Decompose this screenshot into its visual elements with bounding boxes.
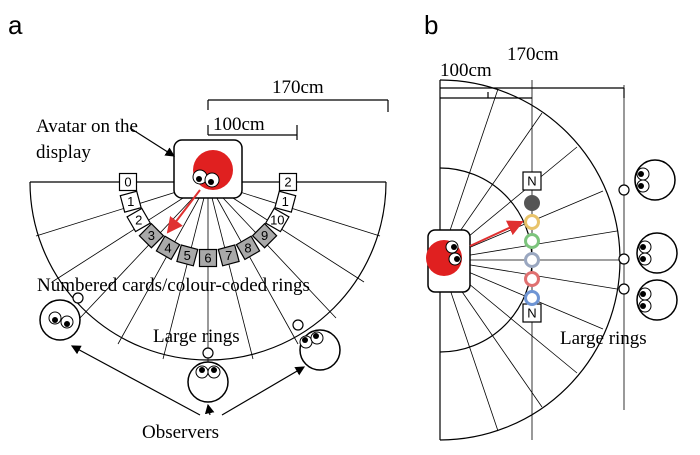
number-card-label: 3 bbox=[148, 228, 155, 243]
number-card: 0 bbox=[118, 172, 138, 192]
number-card: 4 bbox=[155, 235, 181, 261]
number-card-label: 0 bbox=[124, 175, 131, 190]
number-card: 1 bbox=[274, 190, 297, 213]
gaze-arrow-a bbox=[166, 189, 201, 234]
observer-eye-icon bbox=[634, 159, 676, 201]
colour-ring bbox=[524, 271, 540, 287]
observer-eye-icon bbox=[299, 329, 341, 371]
colour-ring bbox=[524, 214, 540, 230]
svg-text:N: N bbox=[527, 174, 536, 189]
number-card: 2 bbox=[278, 172, 298, 192]
panel-a-dim-170-label: 170cm bbox=[272, 77, 324, 98]
panel-b-large-rings bbox=[618, 184, 630, 295]
panel-b-dimension-170: 170cm bbox=[440, 44, 625, 98]
colour-ring bbox=[524, 290, 540, 306]
gaze-arrow-b bbox=[469, 220, 524, 247]
number-card-label: 4 bbox=[164, 240, 171, 255]
svg-text:N: N bbox=[527, 306, 536, 321]
number-card: 1 bbox=[119, 190, 142, 213]
rings-label: Numbered cards/colour-coded rings bbox=[37, 275, 310, 296]
observer-arrow-left bbox=[70, 345, 201, 416]
avatar-pointer-arrow bbox=[129, 127, 176, 157]
colour-ring bbox=[524, 252, 540, 268]
observer-arrow-right bbox=[221, 366, 306, 416]
large-rings-label-b: Large rings bbox=[560, 328, 647, 349]
number-card-label: 1 bbox=[127, 194, 134, 209]
colour-coded-rings bbox=[524, 195, 540, 306]
number-card-label: 1 bbox=[282, 194, 289, 209]
number-card: 9 bbox=[251, 222, 278, 249]
large-rings-label-a: Large rings bbox=[153, 326, 240, 347]
panel-b-dimension-100: 100cm bbox=[440, 60, 532, 99]
panel-a-outer-arc bbox=[29, 181, 387, 361]
panel-a-dimension-170: 170cm bbox=[207, 77, 389, 112]
avatar-label-line1: Avatar on the bbox=[36, 116, 138, 137]
observer-eye-icon bbox=[636, 232, 678, 274]
colour-ring bbox=[524, 195, 540, 211]
number-card-label: 5 bbox=[184, 248, 191, 263]
number-card-label: 9 bbox=[261, 228, 268, 243]
number-card-label: 2 bbox=[284, 175, 291, 190]
panel-a-dimension-100: 100cm bbox=[207, 114, 298, 140]
colour-ring bbox=[524, 233, 540, 249]
panel-a-dim-100-label: 100cm bbox=[213, 114, 265, 135]
number-card: 8 bbox=[235, 235, 261, 261]
number-card: 7 bbox=[217, 244, 240, 267]
number-card: 5 bbox=[176, 244, 199, 267]
card-n-top: N bbox=[522, 171, 542, 191]
observer-eye-icon bbox=[39, 299, 81, 341]
avatar-label-line2: display bbox=[36, 142, 91, 163]
number-card: 10 bbox=[264, 207, 290, 233]
panel-b-dim-100-label: 100cm bbox=[440, 60, 492, 81]
card-n-bottom: N bbox=[522, 303, 542, 323]
avatar-icon bbox=[426, 229, 471, 293]
number-card: 3 bbox=[138, 222, 165, 249]
panel-a-large-rings bbox=[72, 292, 304, 359]
panel-b-dim-170-label: 170cm bbox=[507, 44, 559, 65]
number-card: 2 bbox=[126, 207, 152, 233]
number-card-label: 10 bbox=[270, 213, 284, 228]
avatar-icon bbox=[173, 139, 243, 199]
number-card-label: 6 bbox=[204, 251, 211, 266]
panel-b: b 170cm bbox=[424, 10, 678, 441]
number-card-label: 2 bbox=[135, 213, 142, 228]
observer-eye-icon bbox=[636, 279, 678, 321]
panel-a-letter: a bbox=[8, 10, 23, 40]
number-card: 6 bbox=[198, 248, 218, 268]
observers-label: Observers bbox=[142, 422, 219, 443]
panel-a: a 170cm bbox=[8, 10, 389, 443]
observer-arrow-middle bbox=[204, 403, 215, 416]
observer-eye-icon bbox=[187, 361, 229, 403]
number-card-label: 7 bbox=[225, 248, 232, 263]
number-card-label: 8 bbox=[244, 240, 251, 255]
panel-b-letter: b bbox=[424, 10, 438, 40]
